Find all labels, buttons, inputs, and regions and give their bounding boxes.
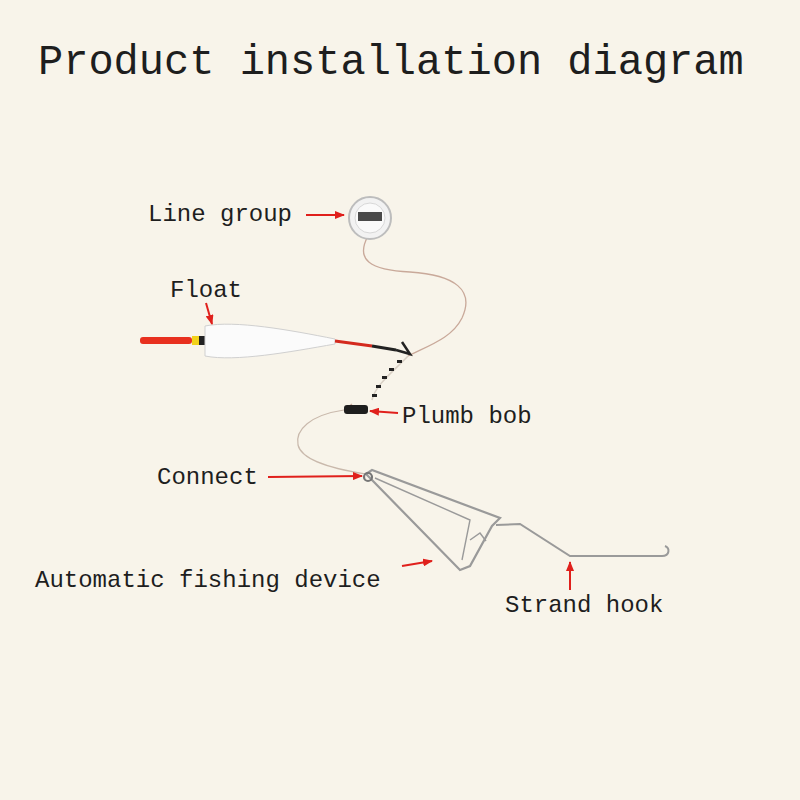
- strand-hook: [496, 524, 668, 556]
- leader-line: [298, 410, 366, 474]
- pointer-arrows: [206, 215, 570, 590]
- plumb-bob: [344, 405, 368, 414]
- strand-hook-label: Strand hook: [505, 594, 663, 618]
- float: [140, 324, 410, 358]
- fishing-line: [363, 236, 465, 356]
- automatic-fishing-device: [364, 470, 500, 570]
- line-spool: [349, 197, 391, 239]
- line-group-label: Line group: [148, 203, 292, 227]
- diagram-title: Product installation diagram: [38, 42, 744, 84]
- device-label: Automatic fishing device: [35, 569, 381, 593]
- line-beads: [372, 360, 402, 397]
- connect-label: Connect: [157, 466, 258, 490]
- plumb-bob-label: Plumb bob: [402, 405, 532, 429]
- float-label: Float: [170, 279, 242, 303]
